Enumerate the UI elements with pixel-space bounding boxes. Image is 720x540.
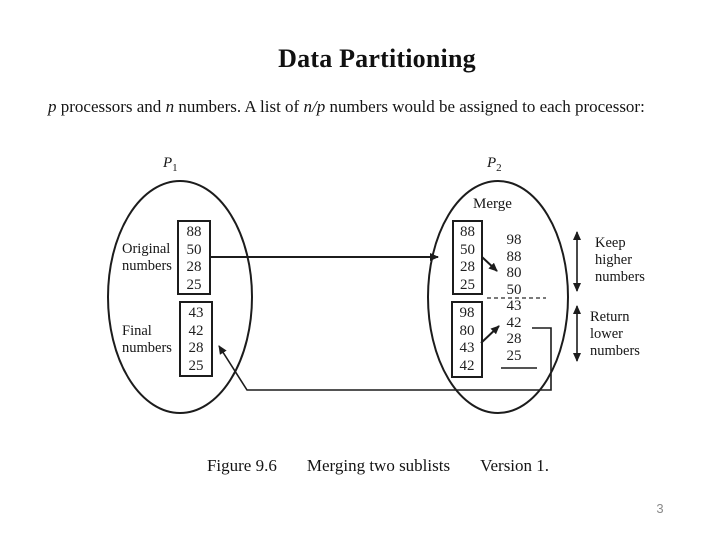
label-line: lower [590,326,624,342]
number-value: 43 [459,340,475,356]
number-value: 42 [459,357,475,374]
number-value: 25 [460,276,475,293]
label-line: numbers [122,340,172,356]
number-value: 28 [188,340,204,356]
processor2-label-sub: 2 [496,162,502,174]
number-value: 28 [186,259,202,275]
intro-segment: numbers would be assigned to each proces… [325,97,645,116]
label-line: higher [595,252,633,268]
number-value: 25 [186,276,202,293]
number-value: 43 [188,305,204,321]
merged-number: 80 [506,265,522,281]
return-lower-label: Return lower numbers [590,309,640,360]
figure-title: Merging two sublists [306,456,451,475]
intro-segment: n/p [303,97,326,116]
number-value: 88 [460,224,475,240]
merged-number: 28 [506,331,522,347]
intro-segment: p [48,97,57,116]
label-line: Return [590,309,630,325]
final-numbers-label: Final numbers [122,323,172,357]
number-value: 25 [188,357,204,374]
original-numbers-box: 88 50 28 25 [177,220,211,295]
merged-number: 42 [506,314,522,331]
merged-number: 25 [506,347,522,364]
number-value: 88 [186,224,202,240]
number-value: 98 [459,305,475,321]
number-value: 80 [459,322,475,339]
label-line: Keep [595,235,626,251]
number-value: 28 [460,259,475,275]
processor2-label: P2 [487,155,502,174]
figure-number: Figure 9.6 [206,456,277,475]
intro-segment: n [165,97,175,116]
number-value: 42 [188,322,204,339]
processor2-label-base: P [487,155,497,171]
figure-caption: Figure 9.6 Merging two sublists Version … [0,456,720,476]
label-line: numbers [590,343,640,359]
merged-number: 50 [506,281,522,298]
slide-title: Data Partitioning [278,44,476,73]
merge-arrow-upper [481,256,498,272]
intro-segment: numbers. A list of [174,97,304,116]
label-line: Final [122,323,152,339]
figure-version: Version 1. [480,456,550,475]
merge-label: Merge [473,196,512,212]
number-value: 50 [460,241,475,258]
number-value: 50 [186,241,202,258]
intro-text: p processors and n numbers. A list of n/… [48,96,708,117]
final-numbers-box: 43 42 28 25 [179,301,213,377]
label-line: Original [122,241,171,257]
keep-higher-label: Keep higher numbers [595,235,645,286]
merged-number: 88 [506,248,522,265]
merged-list: 98 88 80 50 43 42 28 25 [496,232,532,364]
processor1-label-base: P [163,155,173,171]
processor1-label: P1 [163,155,178,174]
merged-number: 43 [506,298,522,314]
intro-segment: processors and [56,97,166,116]
processor1-ellipse [107,180,253,414]
processor1-label-sub: 1 [172,162,178,174]
label-line: numbers [595,269,645,285]
page-number: 3 [656,501,664,516]
original-numbers-label: Original numbers [122,241,172,275]
received-numbers-box: 88 50 28 25 [452,220,483,295]
kept-numbers-box: 98 80 43 42 [451,301,483,378]
merged-number: 98 [506,232,522,248]
label-line: numbers [122,258,172,274]
